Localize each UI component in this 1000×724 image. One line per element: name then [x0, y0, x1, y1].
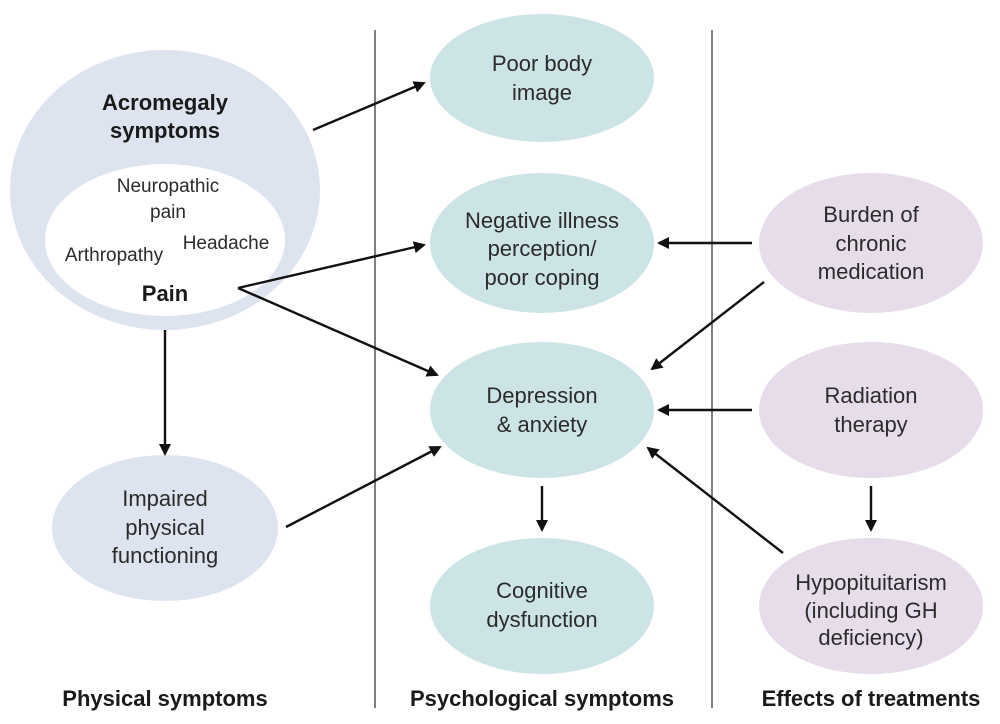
column-title-physical: Physical symptoms: [62, 686, 267, 711]
acromegaly-title-line2: symptoms: [110, 118, 220, 143]
medication-line1: Burden of: [823, 202, 919, 227]
arrow-acromegaly-to-body-image: [312, 81, 426, 132]
impaired-functioning-ellipse: [52, 455, 278, 601]
poor-body-image-node: Poor body image: [430, 14, 654, 142]
neuropathic-pain-line1: Neuropathic: [117, 176, 219, 197]
arrow-pain-to-depression: [237, 286, 439, 377]
arrow-pain-to-illness-perception: [237, 241, 426, 290]
depression-line2: & anxiety: [497, 412, 588, 437]
arrow-impaired-to-depression: [285, 445, 442, 529]
cognitive-line2: dysfunction: [486, 607, 597, 632]
illness-perception-ellipse: [430, 173, 654, 313]
neuropathic-pain-line2: pain: [150, 202, 186, 223]
poor-body-image-ellipse: [430, 14, 654, 142]
impaired-functioning-node: Impaired physical functioning: [52, 455, 278, 601]
impaired-line3: functioning: [112, 543, 218, 568]
impaired-line2: physical: [125, 515, 204, 540]
column-title-treatments: Effects of treatments: [762, 686, 981, 711]
depression-line1: Depression: [486, 383, 597, 408]
radiation-therapy-node: Radiation therapy: [759, 342, 983, 478]
impaired-line1: Impaired: [122, 486, 208, 511]
depression-anxiety-node: Depression & anxiety: [430, 342, 654, 478]
radiation-line1: Radiation: [825, 383, 918, 408]
cognitive-dysfunction-ellipse: [430, 538, 654, 674]
pain-inner-ellipse: [45, 164, 285, 316]
hypopituitarism-ellipse: [759, 538, 983, 674]
cognitive-dysfunction-node: Cognitive dysfunction: [430, 538, 654, 674]
body-image-line1: Poor body: [492, 51, 592, 76]
headache-label: Headache: [183, 233, 270, 254]
chronic-medication-ellipse: [759, 173, 983, 313]
acromegaly-symptoms-node: Acromegaly symptoms Neuropathic pain Hea…: [10, 50, 320, 330]
arthropathy-label: Arthropathy: [65, 245, 164, 266]
column-title-psychological: Psychological symptoms: [410, 686, 674, 711]
depression-anxiety-ellipse: [430, 342, 654, 478]
illness-perception-line3: poor coping: [485, 265, 600, 290]
pain-label: Pain: [142, 281, 188, 306]
illness-perception-line1: Negative illness: [465, 208, 619, 233]
illness-perception-line2: perception/: [488, 236, 598, 261]
radiation-therapy-ellipse: [759, 342, 983, 478]
hypopituitarism-line1: Hypopituitarism: [795, 570, 947, 595]
body-image-line2: image: [512, 80, 572, 105]
hypopituitarism-line2: (including GH: [804, 598, 937, 623]
radiation-line2: therapy: [834, 412, 907, 437]
medication-line3: medication: [818, 259, 924, 284]
hypopituitarism-line3: deficiency): [818, 625, 923, 650]
cognitive-line1: Cognitive: [496, 578, 588, 603]
chronic-medication-node: Burden of chronic medication: [759, 173, 983, 313]
negative-illness-perception-node: Negative illness perception/ poor coping: [430, 173, 654, 313]
arrow-hypopituitarism-to-depression: [646, 446, 784, 554]
medication-line2: chronic: [836, 231, 907, 256]
acromegaly-title-line1: Acromegaly: [102, 90, 229, 115]
hypopituitarism-node: Hypopituitarism (including GH deficiency…: [759, 538, 983, 674]
arrow-medication-to-depression: [650, 281, 765, 371]
